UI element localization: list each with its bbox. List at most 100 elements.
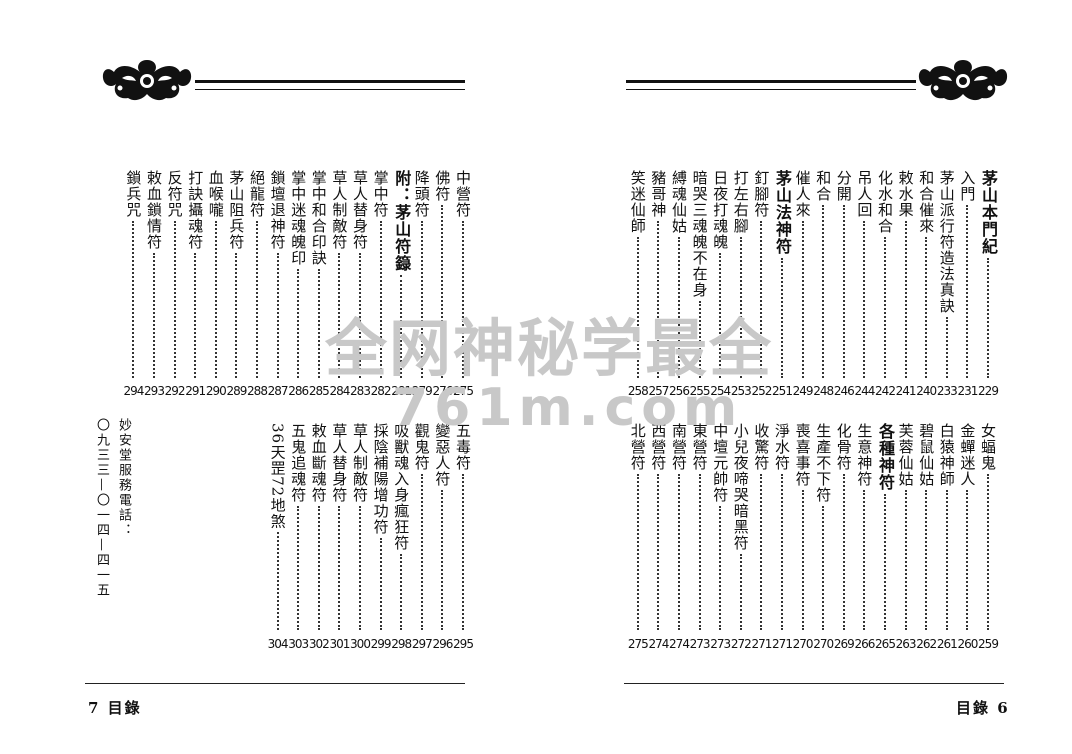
toc-entry-title: 草人制敵符 [330, 170, 349, 250]
toc-page-number: 284 [329, 384, 350, 398]
dotted-leader [297, 269, 300, 378]
toc-page-number: 255 [689, 384, 711, 398]
dotted-leader [925, 237, 928, 378]
toc-entry-title: 草人制敵符 [351, 423, 369, 503]
toc-entry-title: 變惡人符 [433, 423, 452, 487]
dotted-leader [441, 490, 444, 630]
toc-page-number: 297 [411, 637, 433, 651]
toc-entry-title: 吸獸魂入身瘋狂符 [392, 423, 411, 551]
toc-page-number: 270 [813, 637, 834, 651]
dotted-leader [317, 506, 320, 630]
toc-page-number: 290 [205, 384, 227, 398]
toc-page-number: 254 [710, 384, 731, 398]
toc-entry-title: 敕血鎖情符 [145, 170, 163, 250]
toc-page-number: 252 [751, 384, 772, 398]
toc-entry-title: 生意神符 [855, 423, 874, 487]
toc-page-number: 233 [936, 384, 958, 398]
toc-entry-title: 和合 [814, 170, 833, 202]
dotted-leader [760, 221, 763, 378]
toc-page-number: 281 [391, 384, 412, 398]
toc-page-number: 259 [978, 637, 999, 651]
toc-entry-title: 茅山阻兵符 [227, 170, 246, 250]
dotted-leader [719, 253, 722, 378]
dotted-leader [297, 506, 300, 630]
dotted-leader [379, 538, 382, 630]
footer-rule [624, 683, 1004, 684]
toc-page-number: 273 [689, 637, 711, 651]
dotted-leader [801, 490, 804, 630]
toc-entry-title: 五毒符 [454, 423, 472, 471]
toc-entry-title: 敕水果 [896, 170, 915, 218]
dotted-leader [657, 221, 660, 378]
toc-entry-title: 芙蓉仙姑 [896, 423, 915, 487]
footer-rule [85, 683, 465, 684]
header-rule [626, 80, 916, 90]
toc-entry-title: 36天罡72地煞 [268, 423, 287, 530]
toc-page-number: 279 [411, 384, 433, 398]
toc-page-number: 271 [772, 637, 793, 651]
toc-page-number: 303 [288, 637, 309, 651]
dotted-leader [698, 474, 701, 630]
toc-page-number: 266 [854, 637, 875, 651]
toc-entry-title: 豬哥神 [649, 170, 668, 218]
toc-entry-title: 反符咒 [165, 170, 184, 218]
dotted-leader [863, 490, 866, 630]
toc-entry-title: 女蝠鬼 [979, 423, 997, 471]
toc-entry-title: 敕血斷魂符 [309, 423, 328, 503]
toc-page-number: 294 [123, 384, 144, 398]
toc-entry-title: 收驚符 [752, 423, 771, 471]
toc-page-number: 301 [329, 637, 350, 651]
dotted-leader [781, 474, 783, 630]
dotted-leader [276, 532, 279, 630]
toc-entry-title: 掌中符 [371, 170, 390, 218]
toc-page-number: 292 [164, 384, 186, 398]
toc-entry-title: 絕龍符 [248, 170, 266, 218]
toc-page-number: 293 [144, 384, 165, 398]
phone-label: 妙安堂服務電話： [116, 418, 131, 538]
toc-entry-title: 西營符 [649, 423, 668, 471]
toc-section-heading: 附：茅山符籙 [392, 170, 412, 272]
toc-entry-title: 暗哭三魂魄不在身 [690, 170, 709, 298]
toc-entry-title: 中壇元帥符 [711, 423, 730, 503]
dotted-leader [966, 490, 969, 630]
dotted-leader [317, 269, 320, 378]
toc-page-number: 242 [875, 384, 896, 398]
toc-page-number: 273 [710, 637, 731, 651]
toc-entry-title: 掌中迷魂魄印 [289, 170, 308, 266]
toc-section-heading: 茅山本門紀 [979, 170, 998, 255]
toc-entry-title: 和合催來 [917, 170, 936, 234]
toc-entry-title: 催人來 [793, 170, 812, 218]
toc-page-number: 244 [854, 384, 875, 398]
toc-page-number: 275 [627, 637, 649, 651]
toc-entry-title: 北營符 [628, 423, 647, 471]
page-footer: 目錄 6 [956, 697, 1010, 718]
dotted-leader [173, 221, 176, 378]
dotted-leader [904, 221, 907, 378]
dotted-leader [132, 221, 135, 378]
dotted-leader [884, 237, 886, 378]
toc-entry-title: 鎖兵咒 [124, 170, 143, 218]
dotted-leader [214, 221, 217, 378]
toc-page-number: 289 [226, 384, 247, 398]
dotted-leader [462, 474, 464, 630]
toc-entry-title: 分開 [834, 170, 853, 202]
toc-page-number: 299 [370, 637, 392, 651]
toc-entry-title: 打訣攝魂符 [186, 170, 205, 250]
toc-entry-title: 掌中和合印訣 [309, 170, 328, 266]
toc-page-number: 240 [916, 384, 937, 398]
dotted-leader [400, 554, 403, 630]
toc-section-heading: 茅山法神符 [773, 170, 792, 255]
dotted-leader [194, 253, 197, 378]
flower-ornament-icon [918, 60, 1008, 101]
dotted-leader [925, 490, 928, 630]
toc-page-number: 291 [185, 384, 206, 398]
footer-label: 目錄 [107, 699, 142, 717]
toc-page-number: 270 [792, 637, 814, 651]
toc-page-number: 283 [350, 384, 371, 398]
toc-page-number: 256 [669, 384, 690, 398]
toc-page-number: 274 [669, 637, 690, 651]
toc-entry-title: 中營符 [454, 170, 472, 218]
toc-page-number: 298 [391, 637, 412, 651]
dotted-leader [359, 253, 361, 378]
toc-entry-title: 白猿神師 [937, 423, 956, 487]
